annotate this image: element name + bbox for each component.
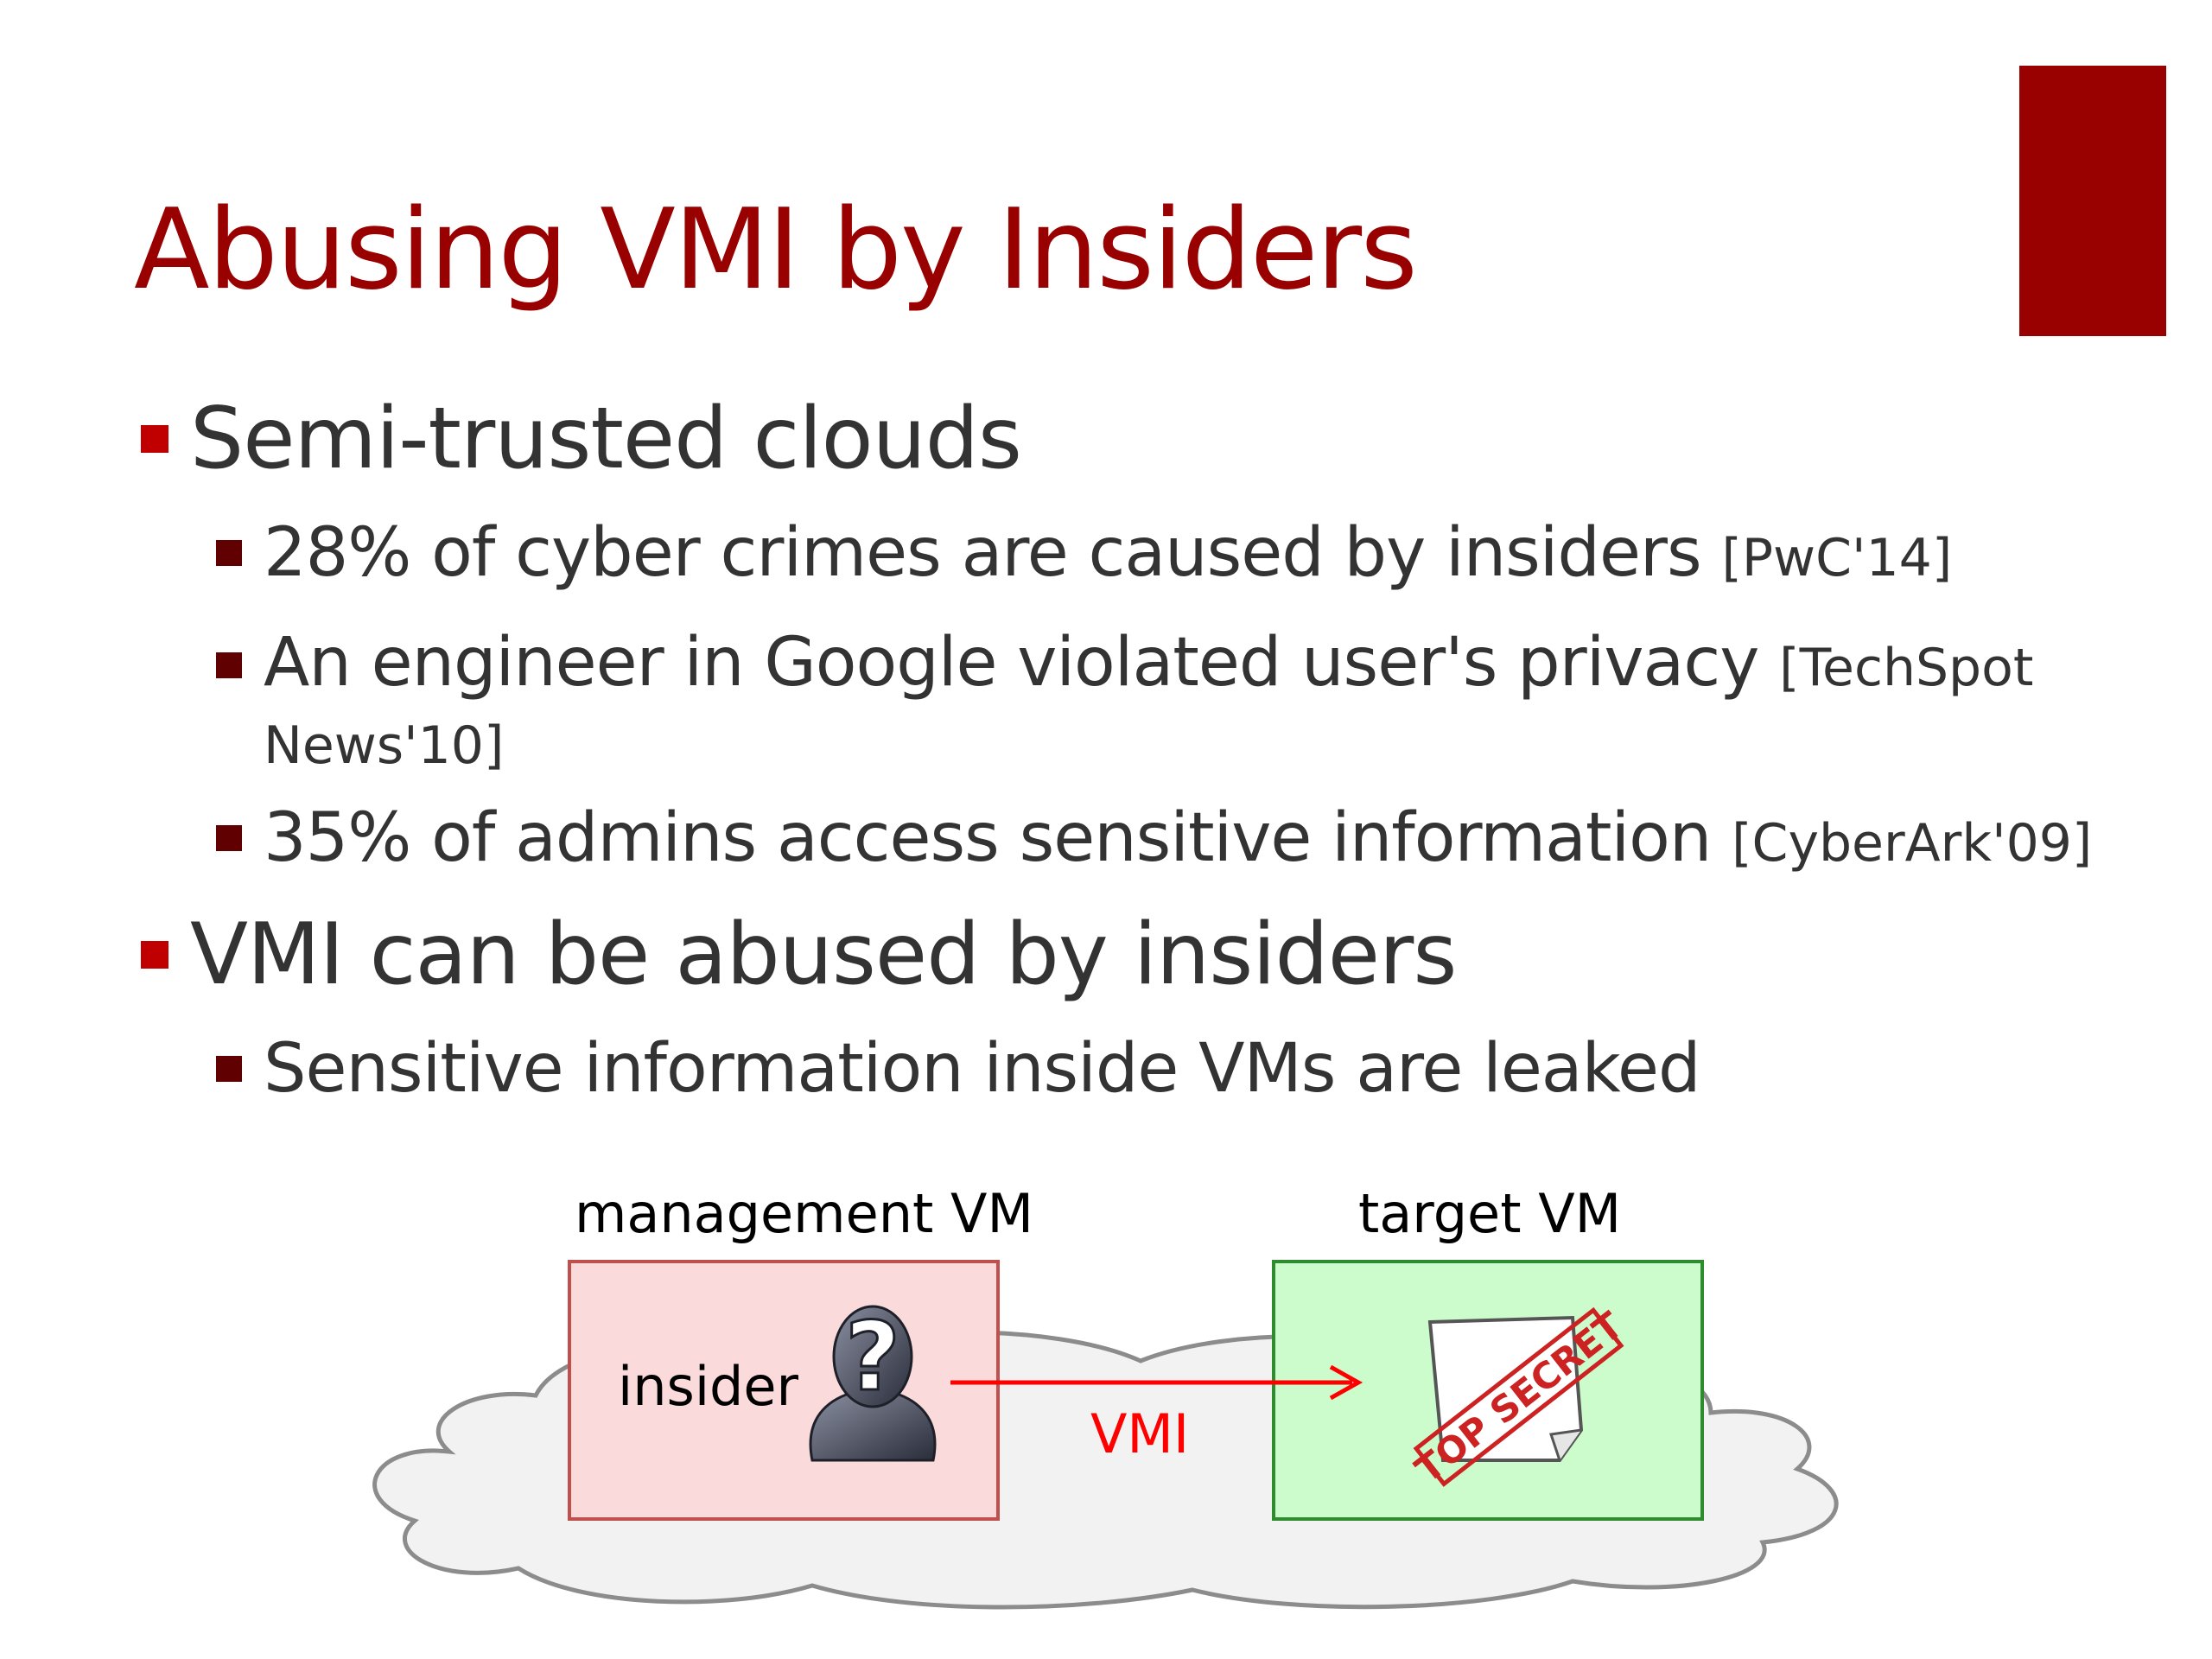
target-vm-label: target VM — [1358, 1182, 1622, 1245]
bullet-semi-trusted-clouds: Semi-trusted clouds — [141, 387, 1022, 491]
svg-text:?: ? — [845, 1301, 900, 1412]
bullet-square-icon — [216, 540, 242, 566]
management-vm-box — [568, 1260, 1000, 1521]
management-vm-label: management VM — [575, 1182, 1033, 1245]
bullet-square-icon — [216, 1056, 242, 1082]
sub-bullet-google-engineer: An engineer in Google violated user's pr… — [216, 626, 2061, 782]
slide-title: Abusing VMI by Insiders — [134, 186, 1418, 315]
sub-bullet-info-leaked: Sensitive information inside VMs are lea… — [216, 1030, 1700, 1108]
citation: [CyberArk'09] — [1732, 813, 2093, 874]
anonymous-person-icon: ? — [809, 1300, 937, 1462]
citation: [TechSpot News'10] — [264, 638, 2034, 776]
insider-label: insider — [618, 1355, 799, 1418]
top-secret-document-icon: TOP SECRET — [1408, 1304, 1630, 1491]
vmi-arrow — [950, 1364, 1363, 1401]
bullet-square-icon — [216, 825, 242, 851]
bullet-vmi-abused: VMI can be abused by insiders — [141, 903, 1457, 1007]
bullet-square-icon — [141, 425, 168, 453]
citation: [PwC'14] — [1721, 528, 1953, 588]
sub-bullet-cyber-crimes: 28% of cyber crimes are caused by inside… — [216, 514, 1953, 597]
sub-bullet-admins-access: 35% of admins access sensitive informati… — [216, 799, 2093, 882]
bullet-square-icon — [141, 941, 168, 969]
vmi-arrow-label: VMI — [1090, 1402, 1190, 1465]
corner-accent-bar — [2019, 66, 2166, 336]
bullet-square-icon — [216, 652, 242, 678]
